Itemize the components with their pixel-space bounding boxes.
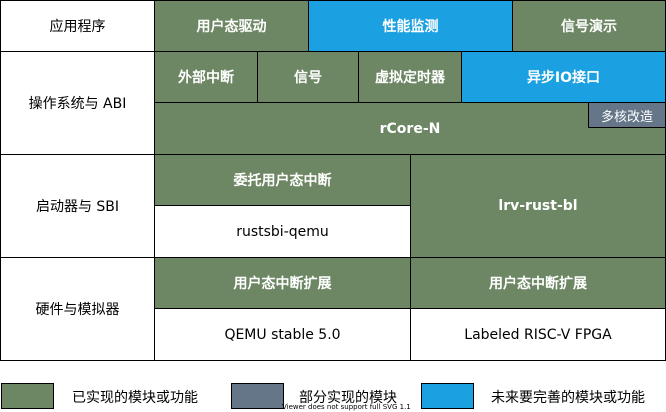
legend-partial-swatch [231, 383, 284, 409]
uintr-ext-right-block: 用户态中断扩展 [410, 257, 666, 309]
virtual-timer-block: 虚拟定时器 [358, 51, 462, 103]
legend-planned-label: 未来要完善的模块或功能 [491, 390, 645, 406]
svg-viewer-note: Viewer does not support full SVG 1.1 [282, 403, 411, 411]
signal-demo-block: 信号演示 [512, 0, 666, 52]
signal-block: 信号 [257, 51, 359, 103]
user-driver-block: 用户态驱动 [154, 0, 309, 52]
rcore-n-block: rCore-N [154, 102, 666, 155]
perf-monitor-block: 性能监测 [308, 0, 513, 52]
row-label-app: 应用程序 [0, 0, 155, 52]
multicore-block: 多核改造 [588, 102, 666, 128]
row-label-os: 操作系统与 ABI [0, 51, 155, 155]
legend-partial-label: 部分实现的模块 [299, 390, 397, 406]
rustsbi-qemu-block: rustsbi-qemu [154, 205, 411, 258]
async-io-block: 异步IO接口 [461, 51, 666, 103]
delegate-interrupt-block: 委托用户态中断 [154, 154, 411, 206]
uintr-ext-left-block: 用户态中断扩展 [154, 257, 411, 309]
legend-planned-swatch [421, 383, 474, 409]
qemu-block: QEMU stable 5.0 [154, 308, 411, 361]
row-label-boot: 启动器与 SBI [0, 154, 155, 258]
legend-implemented-swatch [1, 383, 54, 409]
row-label-hw: 硬件与模拟器 [0, 257, 155, 361]
lrv-rust-bl-block: lrv-rust-bl [410, 154, 666, 258]
fpga-block: Labeled RISC-V FPGA [410, 308, 666, 361]
ext-interrupt-block: 外部中断 [154, 51, 258, 103]
legend-implemented-label: 已实现的模块或功能 [72, 390, 198, 406]
